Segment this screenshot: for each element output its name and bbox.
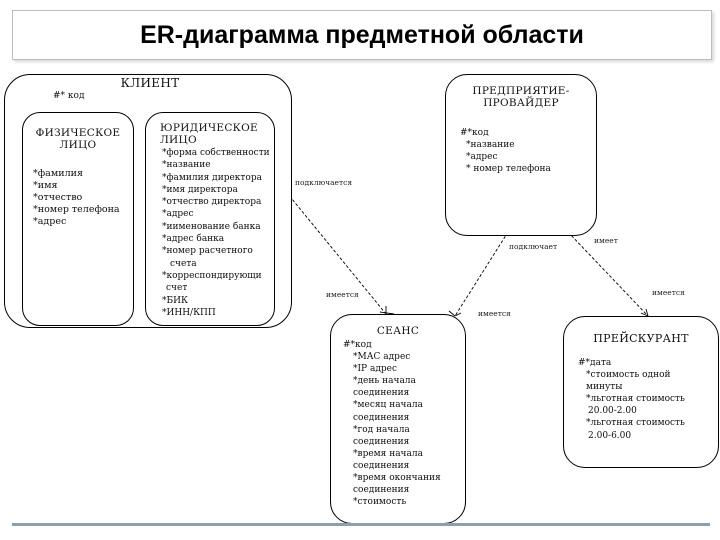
slide-title-bar: ER-диаграмма предметной области — [12, 10, 712, 60]
attr-item: *льготная стоимость — [586, 418, 685, 429]
attr-item: *стоимость одной — [586, 370, 671, 381]
attr-item: *отчество — [33, 192, 83, 204]
bottom-divider — [12, 523, 710, 526]
attr-item: соединения — [353, 460, 410, 471]
attr-item: *иименование банка — [162, 221, 261, 232]
entity-session: СЕАНС #*код *МАС адрес *IP адрес *день н… — [330, 314, 466, 524]
attr-item: *номер расчетного — [162, 246, 253, 257]
attr-item: *стоимость — [353, 497, 407, 508]
attr-item: * номер телефона — [466, 164, 551, 175]
attr-item: *название — [162, 160, 211, 171]
attr-item: минуты — [586, 382, 623, 393]
relation-label: подключает — [509, 242, 558, 251]
attr-item: соединения — [353, 388, 410, 399]
entity-session-attrs: #*код *МАС адрес *IP адрес *день начала … — [343, 339, 441, 508]
attr-item: соединения — [353, 436, 410, 447]
attr-item: #*код — [460, 128, 489, 138]
attr-item: счет — [166, 283, 188, 294]
attr-item: *фамилия директора — [162, 172, 262, 183]
attr-item: #*код — [343, 340, 372, 350]
entity-provider: ПРЕДПРИЯТИЕ-ПРОВАЙДЕР #*код *название *а… — [445, 74, 597, 236]
attr-item: *номер телефона — [33, 204, 120, 216]
attr-item: *льготная стоимость — [586, 394, 685, 405]
entity-pricelist-attrs: #*дата *стоимость одной минуты *льготная… — [578, 357, 685, 442]
attr-item: *БИК — [162, 295, 188, 306]
relation-label: имеется — [326, 290, 359, 299]
attr-item: *корреспондирующи — [162, 270, 262, 281]
entity-provider-title: ПРЕДПРИЯТИЕ-ПРОВАЙДЕР — [472, 85, 570, 109]
attr-item: *имя директора — [162, 184, 238, 195]
entity-legal-person: ЮРИДИЧЕСКОЕ ЛИЦО *форма собственности *н… — [145, 112, 275, 326]
attr-item: *IP адрес — [353, 364, 398, 375]
entity-pricelist-title: ПРЕЙСКУРАНТ — [593, 332, 689, 345]
entity-physical-person-attrs: *фамилия *имя *отчество *номер телефона … — [33, 168, 120, 228]
entity-physical-person-title: ФИЗИЧЕСКОЕ ЛИЦО — [35, 127, 121, 151]
attr-item: *адрес — [33, 216, 67, 228]
attr-item: соединения — [353, 412, 410, 423]
attr-item: *месяц начала — [353, 400, 423, 411]
attr-item: *время начала — [353, 448, 423, 459]
entity-legal-person-title: ЮРИДИЧЕСКОЕ ЛИЦО — [160, 122, 258, 146]
entity-provider-attrs: #*код *название *адрес * номер телефона — [460, 127, 551, 175]
attr-item: *время окончания — [353, 473, 441, 484]
attr-item: 2.00-6.00 — [588, 430, 632, 441]
attr-item: *адрес — [466, 152, 498, 163]
slide-title: ER-диаграмма предметной области — [140, 20, 584, 49]
attr-item: *адрес банка — [162, 234, 225, 245]
entity-pricelist: ПРЕЙСКУРАНТ #*дата *стоимость одной мину… — [563, 316, 719, 468]
relation-label: имеется — [478, 309, 511, 318]
attr-item: *МАС адрес — [353, 352, 411, 363]
attr-item: 20.00-2.00 — [588, 406, 637, 417]
attr-item: *фамилия — [33, 168, 83, 179]
attr-item: соединения — [353, 485, 410, 496]
entity-legal-person-attrs: *форма собственности *название *фамилия … — [162, 147, 270, 319]
entity-physical-person: ФИЗИЧЕСКОЕ ЛИЦО *фамилия *имя *отчество … — [22, 112, 134, 326]
entity-client-key: #* код — [53, 91, 85, 101]
attr-item: *год начала — [353, 424, 410, 435]
attr-item: *день начала — [353, 376, 416, 387]
relation-label: подключается — [295, 178, 353, 187]
relationship-provider-session — [448, 230, 516, 317]
attr-item: *название — [466, 140, 515, 151]
relation-label: имеется — [652, 288, 685, 297]
attr-item: *отчество директора — [162, 197, 262, 208]
relation-label: имеет — [594, 236, 618, 245]
attr-item: счета — [170, 258, 197, 269]
attr-item: *адрес — [162, 209, 194, 220]
attr-item: #*дата — [578, 358, 612, 368]
entity-session-title: СЕАНС — [376, 325, 420, 337]
attr-item: *форма собственности — [162, 148, 270, 158]
attr-item: *ИНН/КПП — [162, 307, 216, 318]
attr-item: *имя — [33, 180, 58, 192]
entity-client-title: КЛИЕНТ — [120, 76, 180, 90]
